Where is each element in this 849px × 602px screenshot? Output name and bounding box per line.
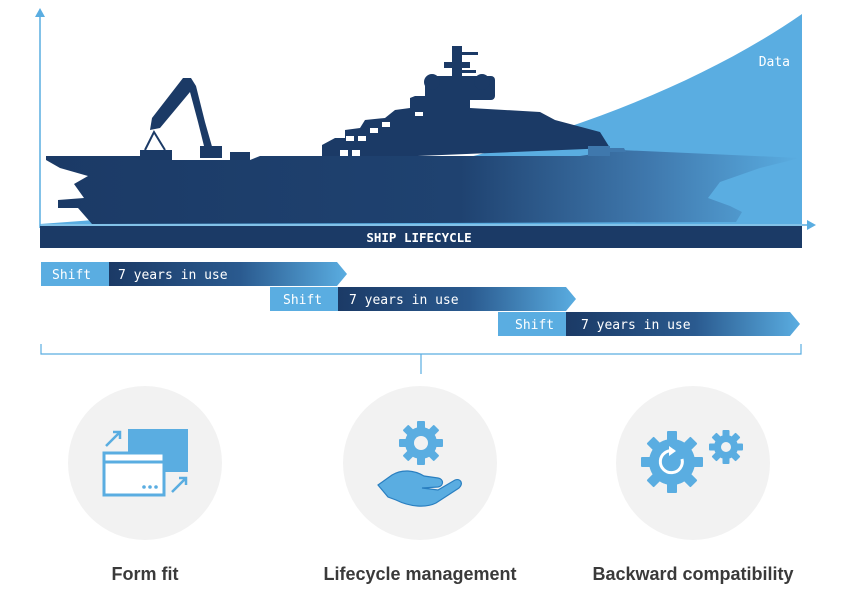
timeline-row-3: Shift 7 years in use [498,312,800,336]
y-axis-arrow-icon [35,8,45,17]
shift-label: Shift [283,293,322,308]
use-segment [338,287,576,311]
timeline-row-1: Shift 7 years in use [41,262,347,286]
data-label: Data [759,55,790,70]
shift-label: Shift [515,318,554,333]
shift-segment [41,262,109,286]
form-fit-icon [102,429,188,497]
ship-silhouette [46,46,800,224]
timeline-row-2: Shift 7 years in use [270,287,576,311]
use-segment [109,262,347,286]
bracket [40,344,802,374]
ship-lifecycle-bar [40,226,802,248]
gears-icon [641,430,743,493]
ship-lifecycle-label: SHIP LIFECYCLE [366,230,471,245]
feature-label: Lifecycle management [323,564,516,584]
feature-label: Form fit [112,564,179,584]
feature-backward-compatibility: Backward compatibility [592,386,794,584]
shift-segment [498,312,566,336]
x-axis [40,220,816,230]
shift-segment [270,287,338,311]
use-label: 7 years in use [581,318,691,333]
x-axis-arrow-icon [807,220,816,230]
use-label: 7 years in use [349,293,459,308]
use-label: 7 years in use [118,268,228,283]
y-axis [35,8,45,228]
shift-label: Shift [52,268,91,283]
hand-gear-icon [377,421,462,507]
feature-form-fit: Form fit [68,386,222,584]
feature-lifecycle-management: Lifecycle management [323,386,517,584]
use-segment [566,312,800,336]
feature-label: Backward compatibility [592,564,793,584]
